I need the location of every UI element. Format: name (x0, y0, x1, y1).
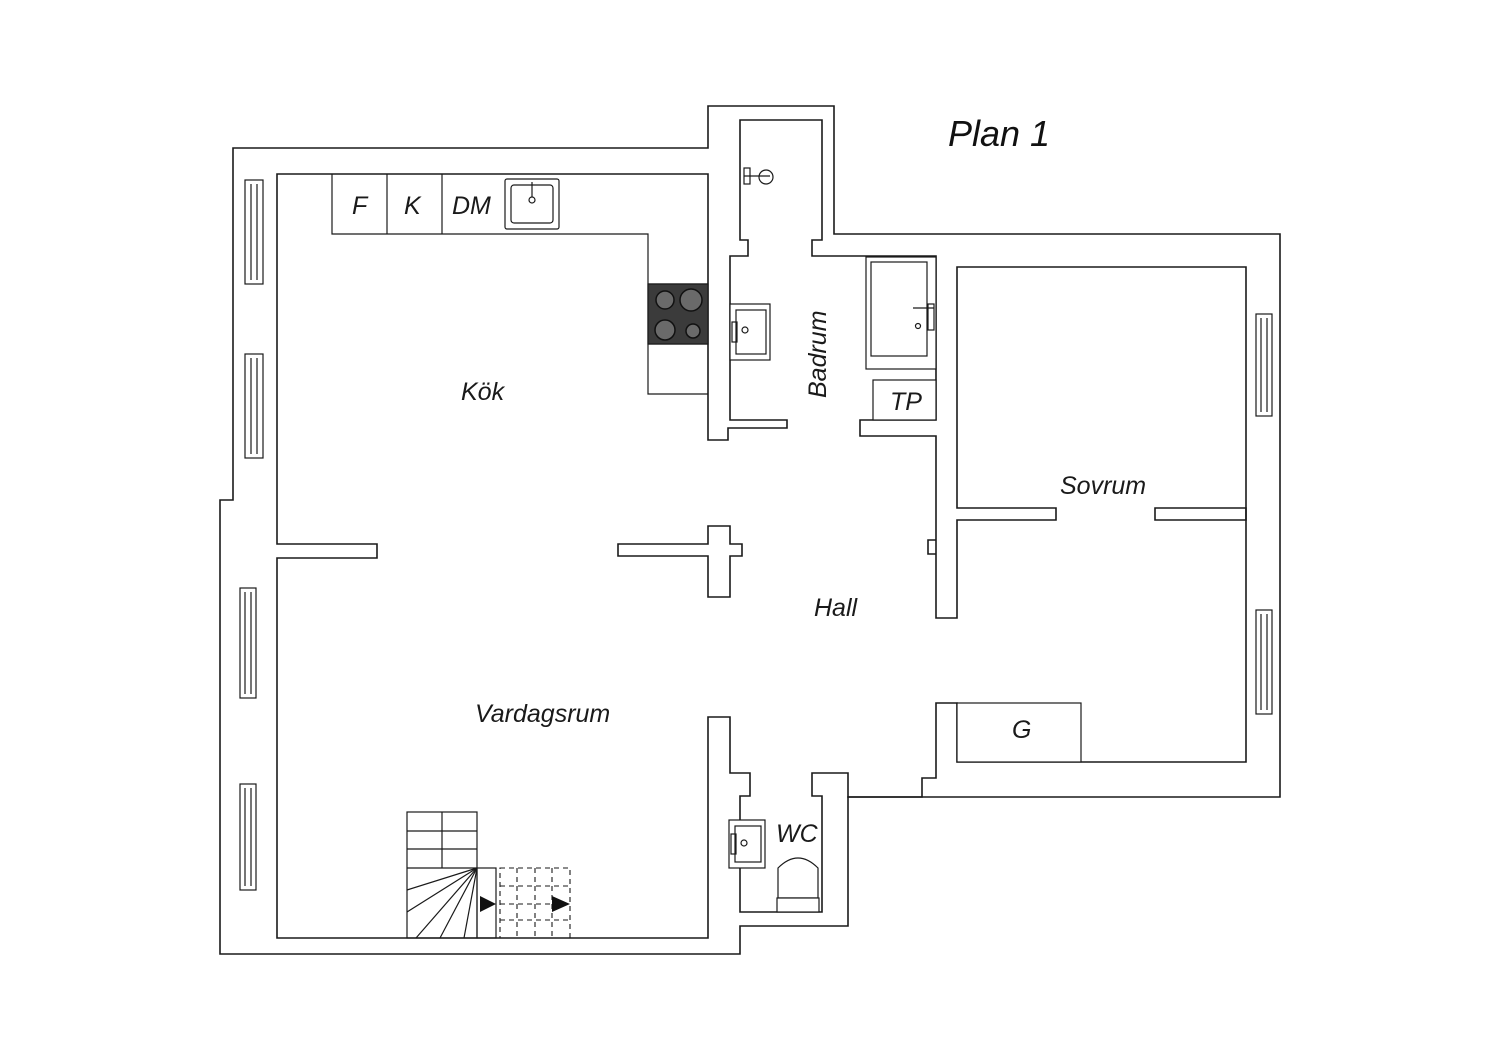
freezer-label: K (404, 192, 422, 220)
shower-icon (743, 167, 774, 185)
wardrobe-label: G (1012, 716, 1031, 744)
room-label-wc: WC (776, 820, 819, 848)
window-icon (239, 179, 1273, 891)
dishwasher-label: DM (452, 192, 491, 220)
staircase-icon (406, 811, 571, 939)
toilet-icon (776, 857, 820, 913)
room-label-living: Vardagsrum (475, 700, 610, 728)
sink-icon (729, 303, 771, 361)
sink-icon (504, 178, 560, 230)
bathtub-icon (865, 256, 937, 370)
room-label-hall: Hall (814, 594, 859, 622)
interior-walls (617, 507, 1247, 598)
dryer-box (872, 379, 937, 421)
room-label-bathroom: Badrum (804, 310, 832, 398)
room-label-kitchen: Kök (461, 378, 506, 406)
stove-icon (647, 283, 709, 345)
sink-icon (728, 819, 766, 869)
wardrobe (956, 702, 1082, 763)
dryer-label: TP (890, 388, 922, 416)
outer-walls (219, 105, 1281, 955)
fridge-label: F (352, 192, 369, 220)
plan-title: Plan 1 (948, 113, 1050, 154)
room-label-bedroom: Sovrum (1060, 472, 1146, 500)
